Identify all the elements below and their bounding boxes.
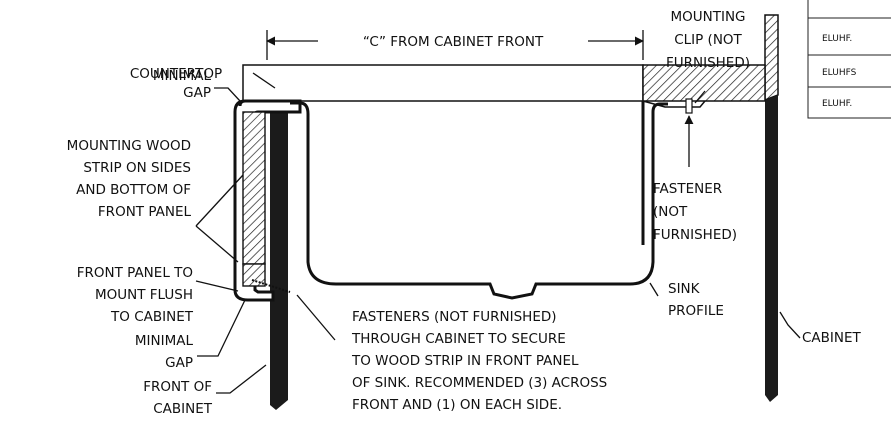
fastener-label-2: (NOT xyxy=(653,204,688,220)
cabinet-label: CABINET xyxy=(802,330,862,346)
front-of-cabinet xyxy=(270,101,288,410)
fastener-label-3: FURNISHED) xyxy=(653,227,737,243)
cabinet-right-wall xyxy=(764,14,779,402)
wood-strip-bottom xyxy=(242,263,266,287)
minimal-gap-bottom-label-1: MINIMAL xyxy=(135,333,194,349)
wood-strip-leader-lower xyxy=(195,225,239,263)
front-panel xyxy=(233,99,302,302)
table-frame xyxy=(807,0,891,119)
fasteners-note-1: FASTENERS (NOT FURNISHED) xyxy=(352,309,557,325)
wood-strip-label-2: STRIP ON SIDES xyxy=(83,160,191,176)
front-cabinet-leader xyxy=(216,364,267,394)
wood-strip-label-3: AND BOTTOM OF xyxy=(76,182,191,198)
sink-profile-label-2: PROFILE xyxy=(668,303,724,319)
front-panel-leader xyxy=(195,280,239,292)
mounting-clip xyxy=(642,98,706,114)
fastener-label-1: FASTENER xyxy=(653,181,722,197)
minimal-gap-bottom-label-2: GAP xyxy=(165,355,193,371)
fasteners-note-3: TO WOOD STRIP IN FRONT PANEL xyxy=(351,353,579,369)
gap-bottom-leader xyxy=(197,299,246,357)
cabinet-leader xyxy=(779,311,801,339)
front-fastener xyxy=(251,279,291,293)
fasteners-note-2: THROUGH CABINET TO SECURE xyxy=(351,331,566,347)
countertop-slab xyxy=(242,64,766,102)
fasteners-note-5: FRONT AND (1) ON EACH SIDE. xyxy=(352,397,562,413)
table-cell: ELUHF. xyxy=(822,99,852,109)
mounting-clip-label-3: FURNISHED) xyxy=(666,55,750,71)
model-table: ELUHF. ELUHFS ELUHF. xyxy=(807,0,891,119)
countertop-leader xyxy=(252,72,276,89)
front-panel-label-3: TO CABINET xyxy=(110,309,194,325)
sink-profile-leader xyxy=(649,282,659,297)
front-of-cabinet-label-2: CABINET xyxy=(153,401,213,417)
fasteners-note-4: OF SINK. RECOMMENDED (3) ACROSS xyxy=(352,375,607,391)
wood-strip-label-4: FRONT PANEL xyxy=(98,204,192,220)
clip-leader xyxy=(694,90,706,104)
sink-profile xyxy=(290,101,668,300)
minimal-gap-top-label-2: GAP xyxy=(183,85,211,101)
countertop-label: COUNTERTOP xyxy=(130,66,222,82)
minimal-gap-top-label-1: MINIMAL xyxy=(153,68,212,84)
fasteners-leader xyxy=(296,294,336,341)
dimension-c-label: “C” FROM CABINET FRONT xyxy=(363,34,544,50)
fastener-bolt xyxy=(685,98,693,114)
sink-profile-label-1: SINK xyxy=(668,281,701,297)
wood-strip-label-1: MOUNTING WOOD xyxy=(67,138,191,154)
mounting-wood-strip xyxy=(242,111,266,265)
table-cell: ELUHF. xyxy=(822,34,852,44)
gap-top-leader xyxy=(214,87,241,102)
mounting-clip-label-2: CLIP (NOT xyxy=(674,32,742,48)
wood-strip-leader-upper xyxy=(195,174,244,227)
front-panel-label-2: MOUNT FLUSH xyxy=(95,287,193,303)
mounting-clip-label-1: MOUNTING xyxy=(670,9,745,25)
table-cell: ELUHFS xyxy=(822,68,857,78)
front-panel-label-1: FRONT PANEL TO xyxy=(77,265,193,281)
dimension-c: “C” FROM CABINET FRONT xyxy=(266,30,644,60)
leader-lines xyxy=(195,72,801,394)
front-of-cabinet-label-1: FRONT OF xyxy=(143,379,212,395)
